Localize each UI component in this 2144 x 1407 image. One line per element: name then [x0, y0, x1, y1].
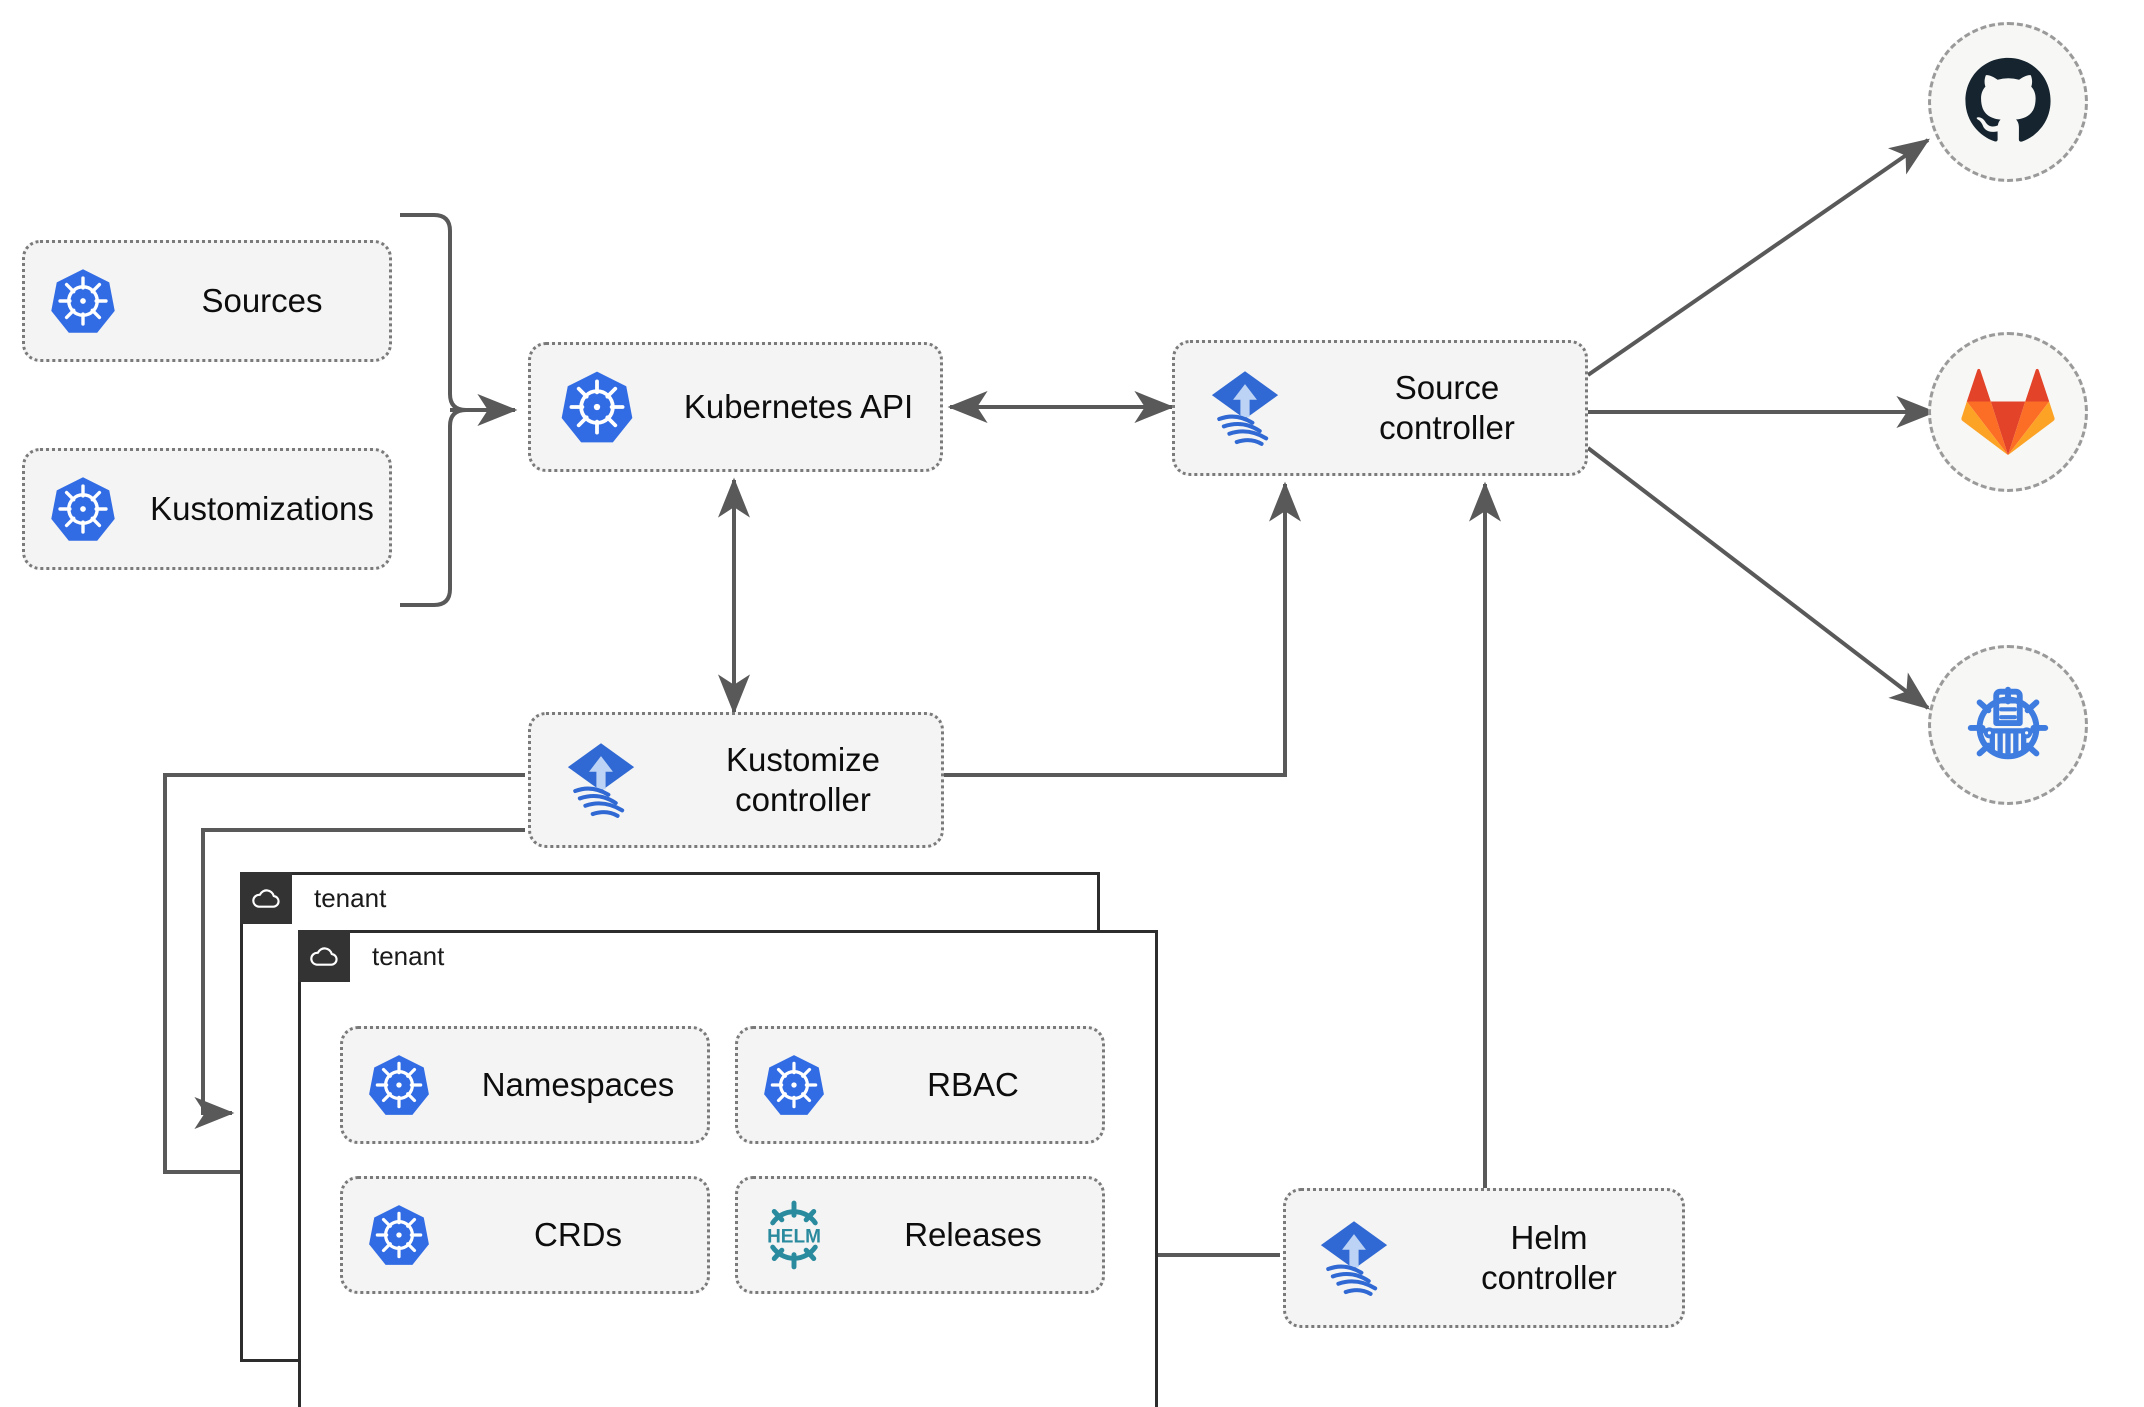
provider-gitlab[interactable]	[1928, 332, 2088, 492]
helm-icon: HELM	[738, 1197, 850, 1273]
node-label: Releases	[904, 1215, 1042, 1253]
edge-resources-brace	[400, 213, 467, 607]
cloud-icon	[298, 930, 350, 982]
tenant-label-outer: tenant	[314, 883, 387, 913]
kubernetes-icon	[25, 474, 141, 544]
node-label: Helm controller	[1481, 1218, 1617, 1296]
node-crds[interactable]: CRDs	[340, 1176, 710, 1294]
kubernetes-icon	[25, 266, 141, 336]
node-label: Source controller	[1379, 368, 1515, 446]
kubernetes-icon	[738, 1052, 850, 1118]
edge-source-to-github	[1586, 138, 1930, 377]
node-source-controller[interactable]: Source controller	[1172, 340, 1588, 476]
node-helm-controller[interactable]: Helm controller	[1283, 1188, 1685, 1328]
tenant-header-inner: tenant	[298, 930, 444, 982]
node-label: Namespaces	[481, 1065, 675, 1103]
edge-kustomize-to-source	[944, 481, 1301, 777]
node-rbac[interactable]: RBAC	[735, 1026, 1105, 1144]
node-namespaces[interactable]: Namespaces	[340, 1026, 710, 1144]
provider-helm-repository[interactable]	[1928, 645, 2088, 805]
node-label: Sources	[201, 281, 323, 319]
flux-icon	[1286, 1212, 1422, 1304]
node-sources[interactable]: Sources	[22, 240, 392, 362]
tenant-container-inner[interactable]: tenant	[298, 930, 1158, 1407]
tenant-label-inner: tenant	[372, 941, 445, 971]
kubernetes-icon	[531, 368, 663, 446]
tenant-header-outer: tenant	[240, 872, 386, 924]
node-kustomizations[interactable]: Kustomizations	[22, 448, 392, 570]
node-label: Kubernetes API	[683, 387, 914, 425]
node-releases[interactable]: HELM Releases	[735, 1176, 1105, 1294]
node-label: RBAC	[927, 1065, 1019, 1103]
flux-icon	[1175, 362, 1315, 454]
gitlab-icon	[1961, 368, 2055, 456]
github-icon	[1965, 57, 2051, 142]
kubernetes-icon	[343, 1202, 455, 1268]
svg-text:HELM: HELM	[767, 1227, 821, 1248]
node-label: CRDs	[534, 1215, 622, 1253]
cloud-icon	[240, 872, 292, 924]
helm-repository-icon	[1967, 686, 2049, 760]
node-kubernetes-api[interactable]: Kubernetes API	[528, 342, 943, 472]
kubernetes-icon	[343, 1052, 455, 1118]
node-kustomize-controller[interactable]: Kustomize controller	[528, 712, 944, 848]
flux-icon	[531, 734, 671, 826]
node-label: Kustomize controller	[725, 740, 881, 818]
provider-github[interactable]	[1928, 22, 2088, 182]
node-label: Kustomizations	[150, 489, 374, 527]
edge-source-to-bucket	[1586, 446, 1930, 710]
